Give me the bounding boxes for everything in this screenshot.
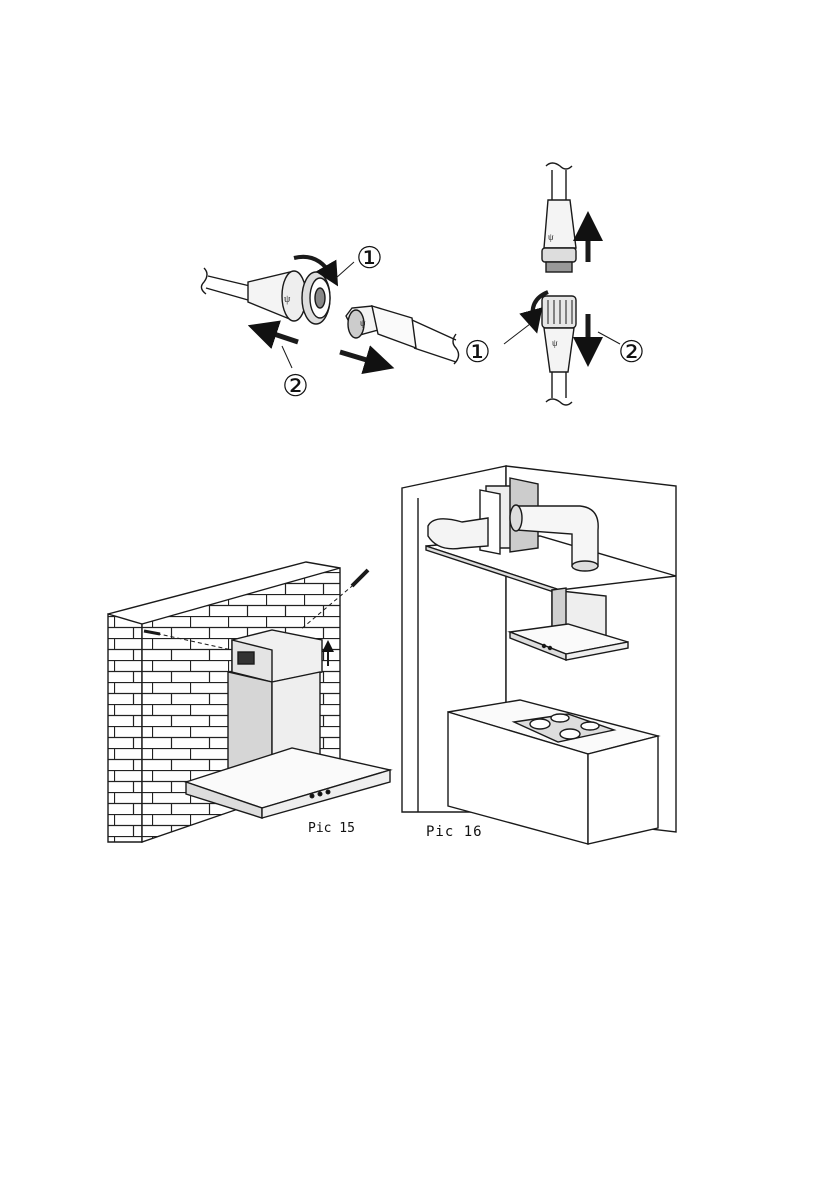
- pic15-caption: Pic 15: [308, 821, 355, 836]
- left-cable-connector-assembly: ψ ψ: [201, 257, 458, 368]
- top-screw-icon: [352, 570, 368, 586]
- svg-text:ψ: ψ: [548, 232, 554, 242]
- svg-text:ψ: ψ: [360, 318, 366, 328]
- svg-text:ψ: ψ: [284, 294, 291, 305]
- right-step-1-callout: ①: [464, 336, 491, 369]
- left-step-1-callout: ①: [356, 242, 383, 275]
- left-step-2-callout: ②: [282, 370, 309, 403]
- svg-text:ψ: ψ: [552, 338, 558, 348]
- pic16-kitchen-scene: [402, 466, 676, 844]
- pic16-caption: Pic 16: [426, 824, 483, 840]
- vertical-cable-connector-assembly: ψ ψ: [504, 163, 620, 405]
- right-step-2-callout: ②: [618, 336, 645, 369]
